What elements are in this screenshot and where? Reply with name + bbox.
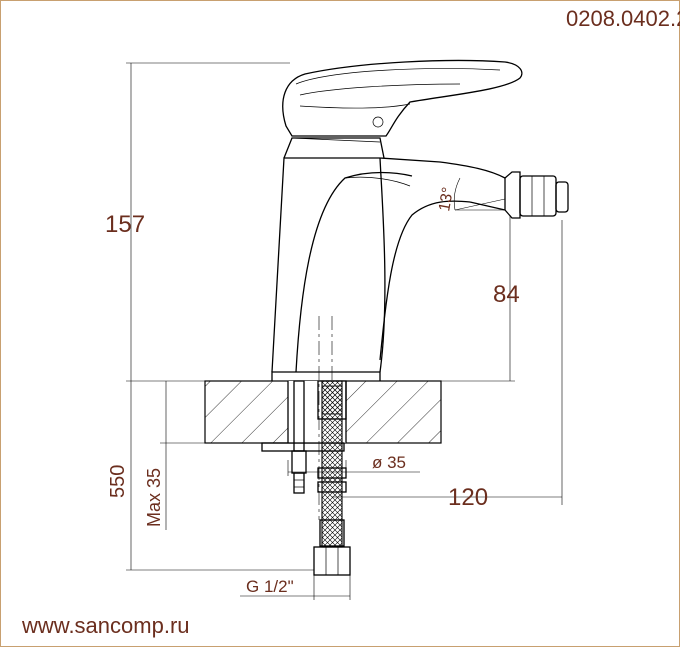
dim-angle: 13° (436, 186, 457, 213)
dimension-lines (126, 62, 563, 600)
mounting-hardware (261, 380, 351, 576)
dim-spout-height: 84 (493, 281, 520, 308)
dim-thread: G 1/2" (246, 577, 294, 596)
dim-hose-length: 550 (107, 465, 129, 498)
dim-hole-diameter: ø 35 (372, 453, 406, 472)
dim-height-total: 157 (105, 211, 145, 238)
dim-reach: 120 (448, 484, 488, 511)
drawing-code: 0208.0402.2 (566, 6, 680, 31)
dim-max-thickness: Max 35 (144, 468, 164, 527)
faucet-body (271, 59, 569, 381)
website-url[interactable]: www.sancomp.ru (21, 613, 190, 638)
angle-indicator (453, 177, 506, 211)
